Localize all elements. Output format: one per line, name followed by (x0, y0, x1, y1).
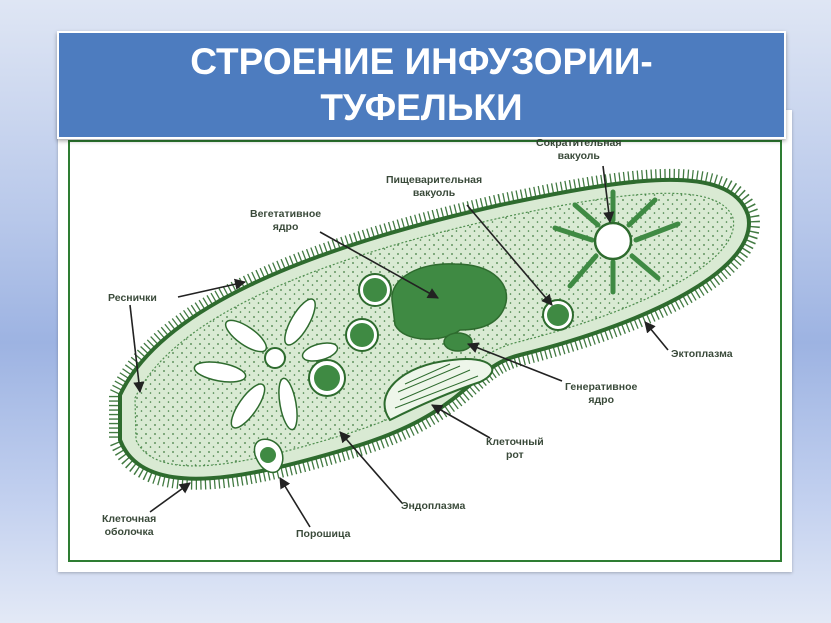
page-title: СТРОЕНИЕ ИНФУЗОРИИ- ТУФЕЛЬКИ (190, 39, 652, 131)
label-ectoplasm: Эктоплазма (671, 348, 733, 360)
label-anal-pore: Порошица (296, 528, 351, 540)
label-generative-nucleus-line1: Генеративное (565, 381, 638, 393)
label-cell-membrane: Клеточная оболочка (102, 513, 156, 539)
vegetative-nucleus (391, 263, 508, 340)
label-generative-nucleus: Генеративное ядро (565, 381, 637, 407)
page-title-line2: ТУФЕЛЬКИ (320, 87, 523, 128)
label-cell-membrane-line2: оболочка (104, 526, 154, 538)
page-title-line1: СТРОЕНИЕ ИНФУЗОРИИ- (190, 41, 653, 82)
label-contractile-vacuole-line1: Сократительная (536, 137, 622, 149)
label-generative-nucleus-line2: ядро (588, 394, 614, 406)
label-digestive-vacuole: Пищеварительная вакуоль (386, 174, 482, 200)
label-digestive-vacuole-line1: Пищеварительная (386, 174, 483, 186)
label-contractile-vacuole: Сократительная вакуоль (536, 137, 622, 163)
digestive-vacuoles (308, 273, 574, 397)
anal-pore (253, 438, 284, 474)
title-banner: СТРОЕНИЕ ИНФУЗОРИИ- ТУФЕЛЬКИ (57, 31, 786, 139)
generative-nucleus (443, 332, 473, 352)
cell-mouth (383, 358, 494, 422)
label-cilia: Реснички (108, 292, 157, 304)
label-vegetative-nucleus-line2: ядро (272, 221, 299, 233)
label-digestive-vacuole-line2: вакуоль (412, 187, 456, 199)
label-cell-mouth-line1: Клеточный (486, 436, 544, 448)
label-contractile-vacuole-line2: вакуоль (557, 150, 600, 162)
label-cell-mouth: Клеточный рот (486, 436, 544, 462)
label-cell-membrane-line1: Клеточная (102, 513, 157, 525)
contractile-vacuole-left (193, 298, 339, 431)
label-vegetative-nucleus: Вегетативное ядро (250, 208, 321, 234)
label-endoplasm: Эндоплазма (401, 500, 466, 512)
label-cell-mouth-line2: рот (505, 449, 524, 461)
pointer-arrows (129, 165, 669, 528)
contractile-vacuole-right (552, 189, 681, 295)
label-vegetative-nucleus-line1: Вегетативное (250, 208, 322, 220)
